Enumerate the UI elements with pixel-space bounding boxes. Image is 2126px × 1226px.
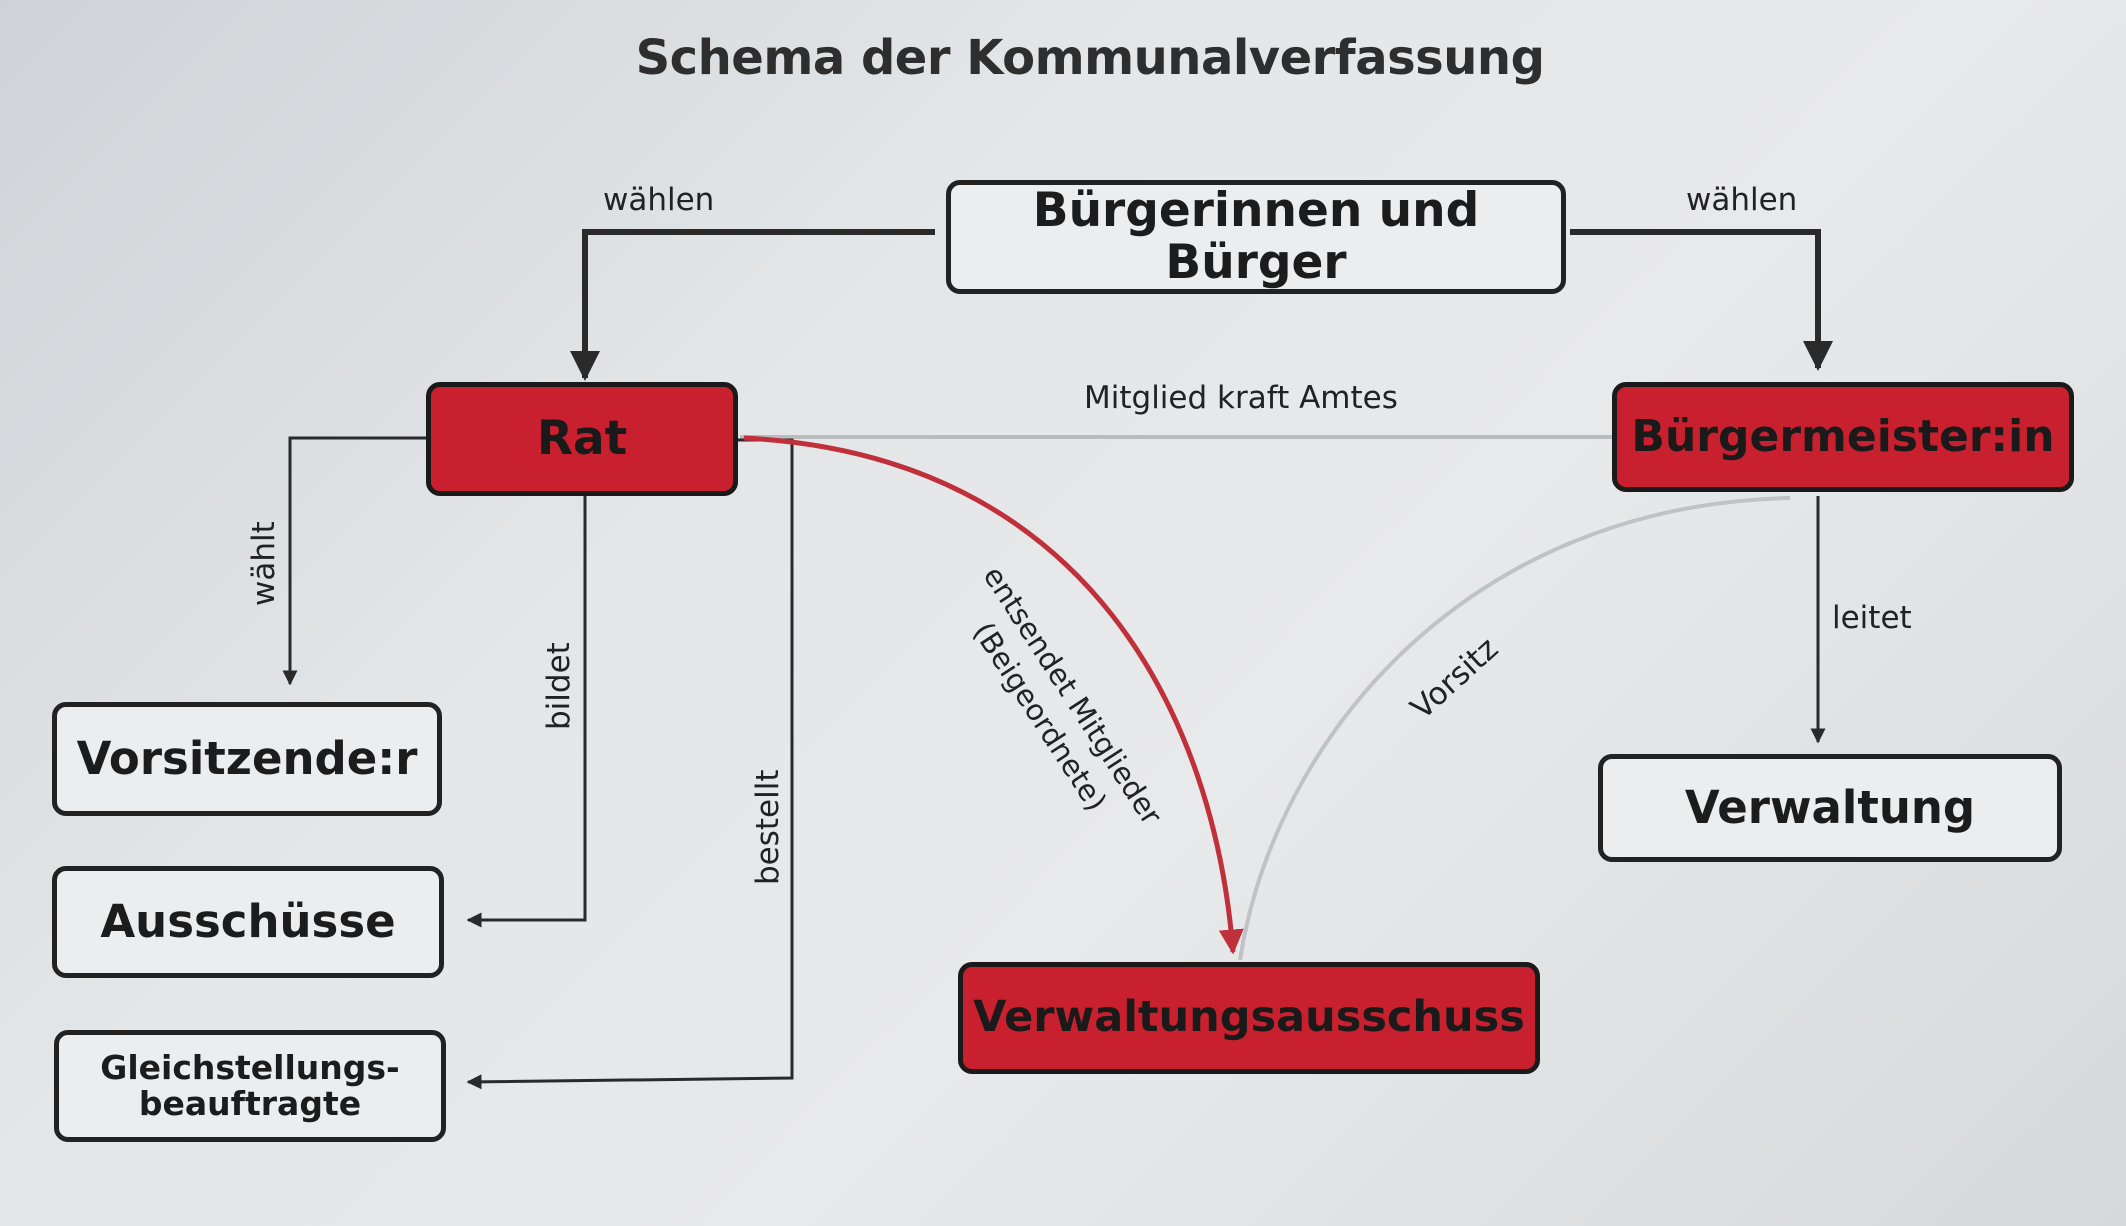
node-verwaltungsausschuss: Verwaltungsausschuss <box>958 962 1540 1074</box>
node-gleichstellung-line1: Gleichstellungs- <box>100 1047 400 1087</box>
node-rat-label: Rat <box>536 411 628 467</box>
edge-buerger-rat <box>570 229 935 381</box>
node-buerger-label: Bürgerinnen und Bürger <box>1032 183 1480 290</box>
label-mitglied-kraft-amtes: Mitglied kraft Amtes <box>1084 380 1398 416</box>
label-bildet: bildet <box>541 642 577 730</box>
node-vorsitzende-label: Vorsitzende:r <box>76 732 418 786</box>
node-gleichstellung: Gleichstellungs- beauftragte <box>54 1030 446 1142</box>
label-waehlen-left: wählen <box>603 182 715 218</box>
edge-buerger-buergermeister <box>1570 229 1833 371</box>
edge-rat-verwaltungsausschuss <box>743 435 1244 955</box>
node-ausschuesse-label: Ausschüsse <box>100 895 396 949</box>
diagram-title: Schema der Kommunalverfassung <box>635 30 1545 86</box>
node-rat: Rat <box>426 382 738 496</box>
node-buerger: Bürgerinnen und Bürger <box>946 180 1566 294</box>
node-gleichstellung-line2: beauftragte <box>138 1084 362 1123</box>
node-vorsitzende: Vorsitzende:r <box>52 702 442 816</box>
node-ausschuesse: Ausschüsse <box>52 866 444 978</box>
label-leitet: leitet <box>1832 600 1912 636</box>
node-verwaltung: Verwaltung <box>1598 754 2062 862</box>
node-buergermeister: Bürgermeister:in <box>1612 382 2074 492</box>
edge-buergermeister-verwaltungsausschuss <box>1238 496 1791 961</box>
node-buergermeister-label: Bürgermeister:in <box>1631 410 2055 462</box>
edge-rat-vorsitzende <box>282 436 426 686</box>
node-verwaltung-label: Verwaltung <box>1684 781 1976 835</box>
edge-rat-gleichstellung <box>466 438 794 1090</box>
label-waehlen-right: wählen <box>1686 182 1798 218</box>
node-verwaltungsausschuss-label: Verwaltungsausschuss <box>973 992 1525 1043</box>
label-waehlt: wählt <box>246 521 282 606</box>
label-bestellt: bestellt <box>750 769 786 885</box>
edge-rat-ausschuesse <box>466 496 587 928</box>
